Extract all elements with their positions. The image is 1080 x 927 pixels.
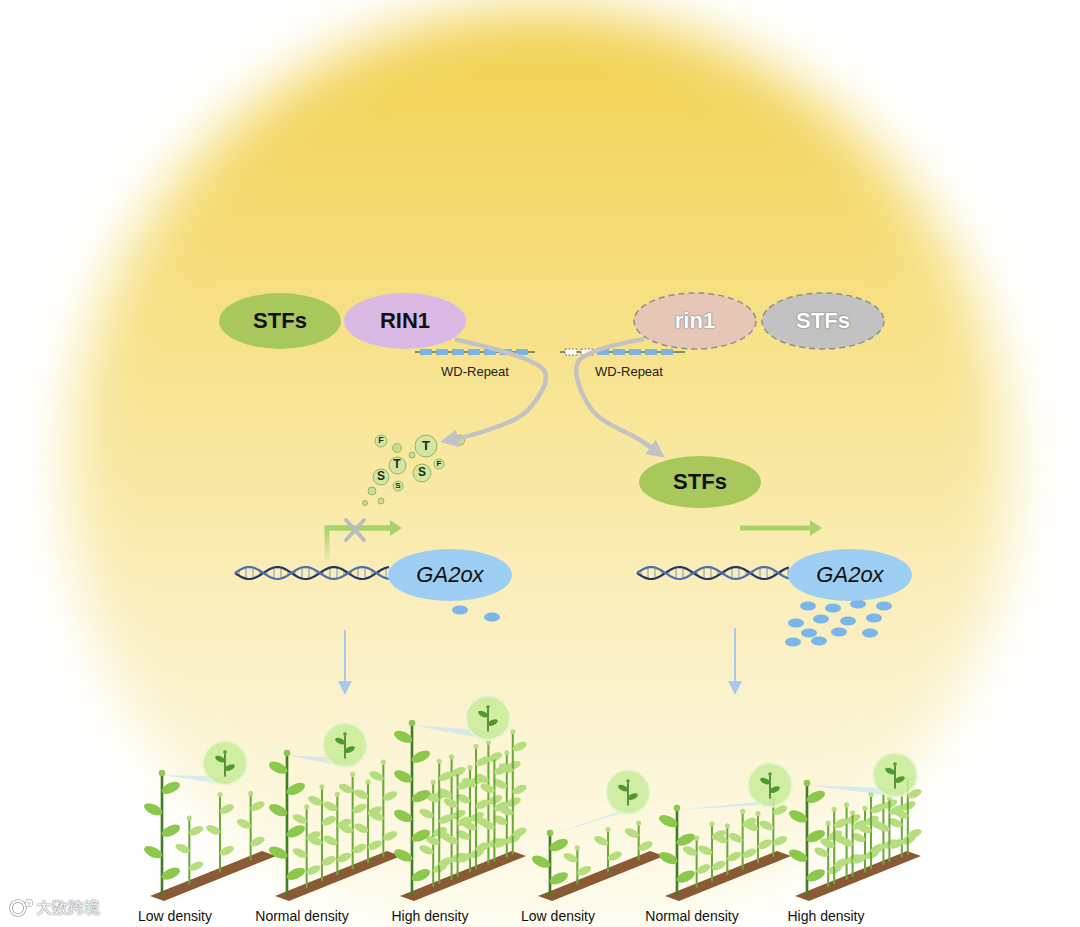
protein-ellipse: RIN1 — [343, 292, 467, 350]
metabolite-bubble: S — [392, 480, 404, 492]
down-arrow — [734, 628, 736, 688]
blocked-transcription-arrow — [327, 520, 402, 560]
watermark-logo — [11, 901, 32, 916]
metabolite-bubble: T — [388, 456, 407, 475]
density-label: Normal density — [645, 908, 738, 924]
metabolite-bubble: F — [374, 434, 388, 448]
node-label: T — [393, 458, 400, 471]
density-label: High density — [391, 908, 468, 924]
metabolite-bubble: S — [372, 468, 390, 486]
watermark: 大数跨境 — [36, 899, 100, 917]
mutant-wd-repeat-bar — [560, 349, 685, 355]
ga2ox-protein-dots — [452, 600, 892, 647]
gene-ellipse: GA2ox — [787, 548, 913, 602]
node-label: S — [395, 482, 400, 491]
node-label: STFs — [673, 470, 727, 494]
node-label: S — [418, 466, 426, 479]
sun-glow — [70, 10, 1010, 927]
released-factor-ellipse: STFs — [761, 292, 885, 350]
curved-arrow — [576, 339, 659, 453]
density-label: Low density — [138, 908, 212, 924]
node-label: rin1 — [675, 309, 715, 333]
domain-label: WD-Repeat — [595, 365, 663, 380]
density-label: Low density — [521, 908, 595, 924]
metabolite-bubble: S — [412, 463, 432, 483]
plant-scenes — [142, 696, 923, 901]
node-label: GA2ox — [416, 563, 483, 587]
metabolite-bubbles — [363, 435, 466, 506]
node-label: F — [378, 436, 384, 446]
transcription-factor-ellipse: STFs — [218, 292, 342, 350]
gene-ellipse: GA2ox — [387, 548, 513, 602]
node-label: STFs — [253, 309, 307, 333]
metabolite-bubble: T — [414, 434, 438, 458]
down-arrow — [344, 630, 346, 688]
node-label: GA2ox — [816, 563, 883, 587]
mutant-protein-ellipse: rin1 — [633, 292, 757, 350]
node-label: RIN1 — [380, 309, 430, 333]
domain-label: WD-Repeat — [441, 365, 509, 380]
curved-arrow — [447, 340, 546, 441]
density-label: Normal density — [255, 908, 348, 924]
dna-helix — [637, 567, 789, 579]
node-label: S — [377, 470, 385, 483]
metabolite-bubble: F — [433, 458, 445, 470]
dna-helix — [235, 567, 389, 579]
node-label: STFs — [796, 309, 850, 333]
node-label: T — [422, 439, 430, 453]
density-label: High density — [787, 908, 864, 924]
node-label: F — [437, 460, 442, 469]
transcription-factor-ellipse: STFs — [638, 455, 762, 509]
